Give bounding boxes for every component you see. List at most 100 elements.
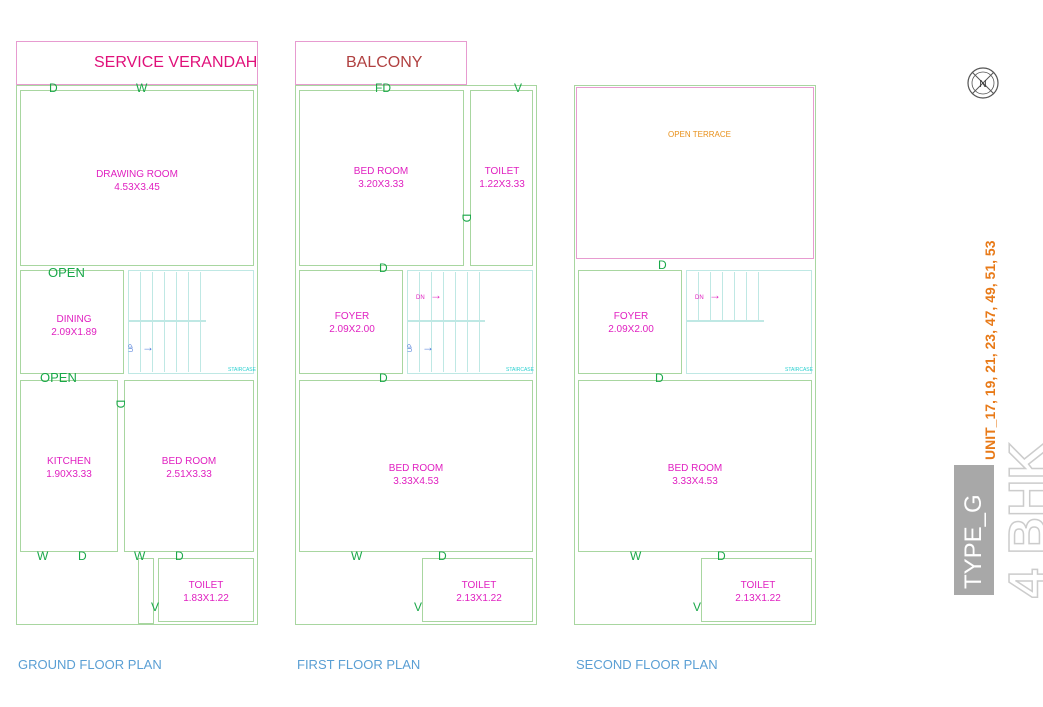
stair-down-label: DN — [695, 295, 704, 301]
stair-tread — [152, 272, 153, 372]
balcony — [295, 41, 467, 85]
stair-down-arrow-icon: → — [430, 288, 442, 302]
stair-tread — [431, 272, 432, 372]
open-terrace — [576, 87, 814, 259]
stair-up-arrow-icon: → — [422, 340, 434, 354]
window-mark: W — [351, 549, 363, 563]
first-toilet-wall — [422, 558, 533, 622]
balcony-label: BALCONY — [346, 54, 423, 71]
door-mark: D — [717, 549, 726, 563]
stair-tread — [140, 272, 141, 372]
type-label: TYPE_G — [960, 494, 987, 589]
ground-open-top: OPEN — [48, 265, 85, 280]
first-floor-plan-label: FIRST FLOOR PLAN — [297, 657, 421, 672]
ground-outer-wall — [16, 85, 258, 625]
dining-wall — [20, 270, 124, 374]
stair-tread — [200, 272, 201, 372]
second-staircase — [686, 270, 812, 374]
ground-floor-plan-label: GROUND FLOOR PLAN — [18, 657, 162, 672]
stair-tread — [479, 272, 480, 372]
second-outer-wall — [574, 85, 816, 625]
first-outer-wall — [295, 85, 537, 625]
door-mark: D — [655, 371, 664, 385]
stair-down-arrow-icon: → — [709, 288, 721, 302]
service-verandah-label: SERVICE VERANDAH — [94, 54, 258, 71]
bhk-label: 4 BHK — [998, 441, 1043, 599]
first-staircase — [407, 270, 533, 374]
ventilator-mark: V — [514, 81, 523, 95]
ground-toilet-wall — [158, 558, 254, 622]
stair-tread — [758, 272, 759, 320]
first-bedroom-top-wall — [299, 90, 464, 266]
second-bedroom-main-wall — [578, 380, 812, 552]
ground-staircase — [128, 270, 254, 374]
stair-landing — [128, 320, 206, 322]
stair-tread — [467, 272, 468, 372]
stair-tread — [164, 272, 165, 372]
door-mark: D — [49, 81, 58, 95]
type-badge: TYPE_G — [954, 465, 994, 595]
stair-landing — [686, 320, 764, 322]
ground-bedroom-wall — [124, 380, 254, 552]
staircase-note: STAIRCASE — [785, 367, 813, 373]
ground-duct — [138, 558, 154, 624]
stair-down-label: DN — [416, 295, 425, 301]
door-mark: D — [658, 258, 667, 272]
door-mark: D — [113, 399, 128, 409]
ventilator-mark: V — [151, 600, 160, 614]
door-mark: D — [379, 261, 388, 275]
door-mark: D — [379, 371, 388, 385]
unit-list: UNIT_17, 19, 21, 23, 47, 49, 51, 53 — [982, 240, 998, 460]
staircase-note: STAIRCASE — [228, 367, 256, 373]
door-mark: D — [78, 549, 87, 563]
ground-open-bottom: OPEN — [40, 370, 77, 385]
door-mark: D — [459, 213, 474, 223]
ventilator-mark: V — [693, 600, 702, 614]
stair-up-label: UP — [408, 343, 415, 353]
service-verandah — [16, 41, 258, 85]
stair-up-label: UP — [129, 343, 136, 353]
stair-tread — [746, 272, 747, 320]
stair-tread — [188, 272, 189, 372]
second-toilet-wall — [701, 558, 812, 622]
ventilator-mark: V — [414, 600, 423, 614]
window-mark: W — [37, 549, 49, 563]
french-door-mark: FD — [375, 81, 391, 95]
window-mark: W — [136, 81, 148, 95]
stair-tread — [698, 272, 699, 320]
window-mark: W — [134, 549, 146, 563]
open-terrace-label: OPEN TERRACE — [668, 130, 731, 139]
stair-tread — [419, 272, 420, 372]
staircase-note: STAIRCASE — [506, 367, 534, 373]
first-bedroom-main-wall — [299, 380, 533, 552]
stair-tread — [722, 272, 723, 320]
window-mark: W — [630, 549, 642, 563]
stair-up-arrow-icon: → — [142, 340, 154, 354]
first-toilet-top-wall — [470, 90, 533, 266]
kitchen-wall — [20, 380, 118, 552]
stair-landing — [407, 320, 485, 322]
door-mark: D — [175, 549, 184, 563]
first-foyer-wall — [299, 270, 403, 374]
compass-letter: N — [979, 79, 986, 90]
second-foyer-wall — [578, 270, 682, 374]
door-mark: D — [438, 549, 447, 563]
second-floor-plan-label: SECOND FLOOR PLAN — [576, 657, 718, 672]
stair-tread — [710, 272, 711, 320]
stair-tread — [455, 272, 456, 372]
drawing-room-wall — [20, 90, 254, 266]
stair-tread — [176, 272, 177, 372]
